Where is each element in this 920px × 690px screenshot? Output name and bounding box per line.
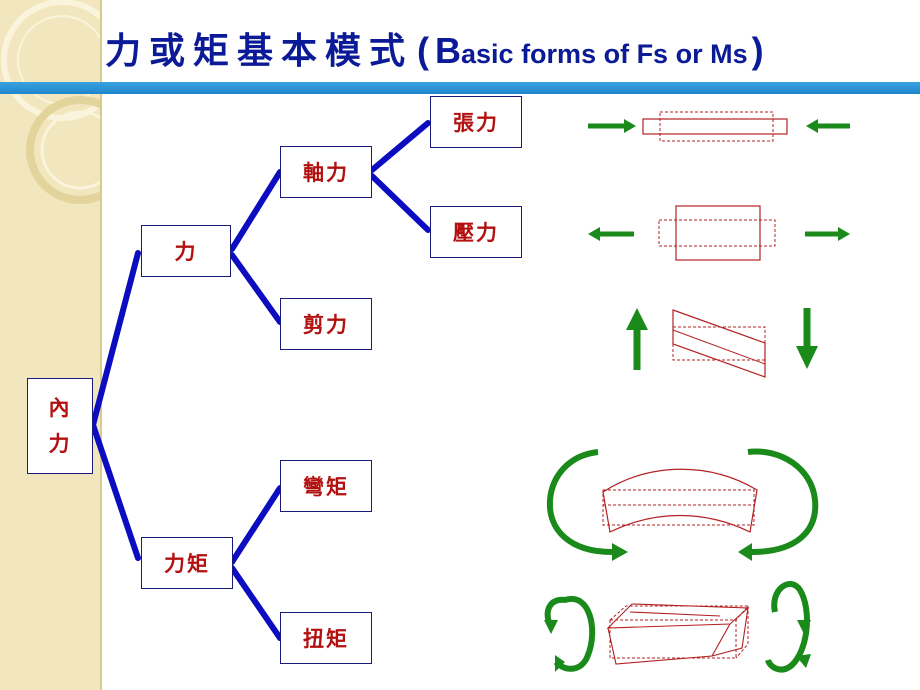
title-paren-close: )	[751, 30, 764, 71]
twisted-shaft	[606, 603, 750, 665]
tension-arrows-icon	[588, 119, 850, 133]
node-torsion: 扭矩	[280, 612, 372, 664]
bar-original-shape	[659, 111, 774, 142]
connector-axial-tension	[369, 120, 431, 173]
title-underline-band	[0, 82, 920, 94]
connector-root-force	[90, 250, 141, 428]
sidebar-decoration	[0, 0, 100, 690]
shear-figure	[626, 308, 818, 378]
connector-moment-bending	[229, 485, 283, 565]
node-bending-moment: 彎矩	[280, 460, 372, 512]
shaft-original-shape	[609, 605, 750, 659]
torsion-arrows-icon	[544, 581, 810, 673]
connector-force-axial	[229, 169, 283, 252]
beam-original-shape	[602, 489, 755, 526]
node-tension: 張力	[430, 96, 522, 148]
title-chinese: 力或矩基本模式	[105, 30, 414, 72]
title-initial: B	[435, 30, 462, 71]
block-original-shape	[672, 326, 766, 361]
bar-original-shape	[658, 219, 776, 247]
axial-figure-2	[588, 205, 850, 261]
node-internal-force-line2: 力	[48, 431, 72, 456]
sheared-block	[672, 309, 766, 378]
compression-arrows-icon	[588, 227, 850, 241]
node-axial-force: 軸力	[280, 146, 372, 198]
axial-figure-1	[588, 111, 850, 142]
bar-shape	[675, 205, 761, 261]
title-paren-open: (	[417, 30, 430, 71]
node-compression: 壓力	[430, 206, 522, 258]
node-internal-force: 內 力	[27, 378, 93, 474]
bent-beam	[602, 468, 758, 533]
connector-root-moment	[90, 422, 141, 561]
sidebar-circles	[1, 0, 100, 204]
node-force: 力	[141, 225, 231, 277]
connector-moment-torsion	[229, 565, 283, 641]
connector-force-shear	[229, 252, 283, 325]
page-title: 力或矩基本模式 ( B asic forms of Fs or Ms )	[105, 22, 764, 78]
bending-moment-arrows-icon	[546, 448, 819, 555]
torsion-figure	[544, 581, 811, 673]
node-internal-force-line1: 內	[48, 395, 72, 420]
sidebar-divider	[100, 0, 102, 690]
node-shear-force: 剪力	[280, 298, 372, 350]
bar-shape	[642, 118, 788, 135]
connector-axial-compression	[369, 173, 431, 233]
bending-figure	[546, 448, 819, 561]
title-english: asic forms of Fs or Ms	[461, 39, 748, 69]
node-moment: 力矩	[141, 537, 233, 589]
shear-arrows-icon	[626, 308, 818, 370]
